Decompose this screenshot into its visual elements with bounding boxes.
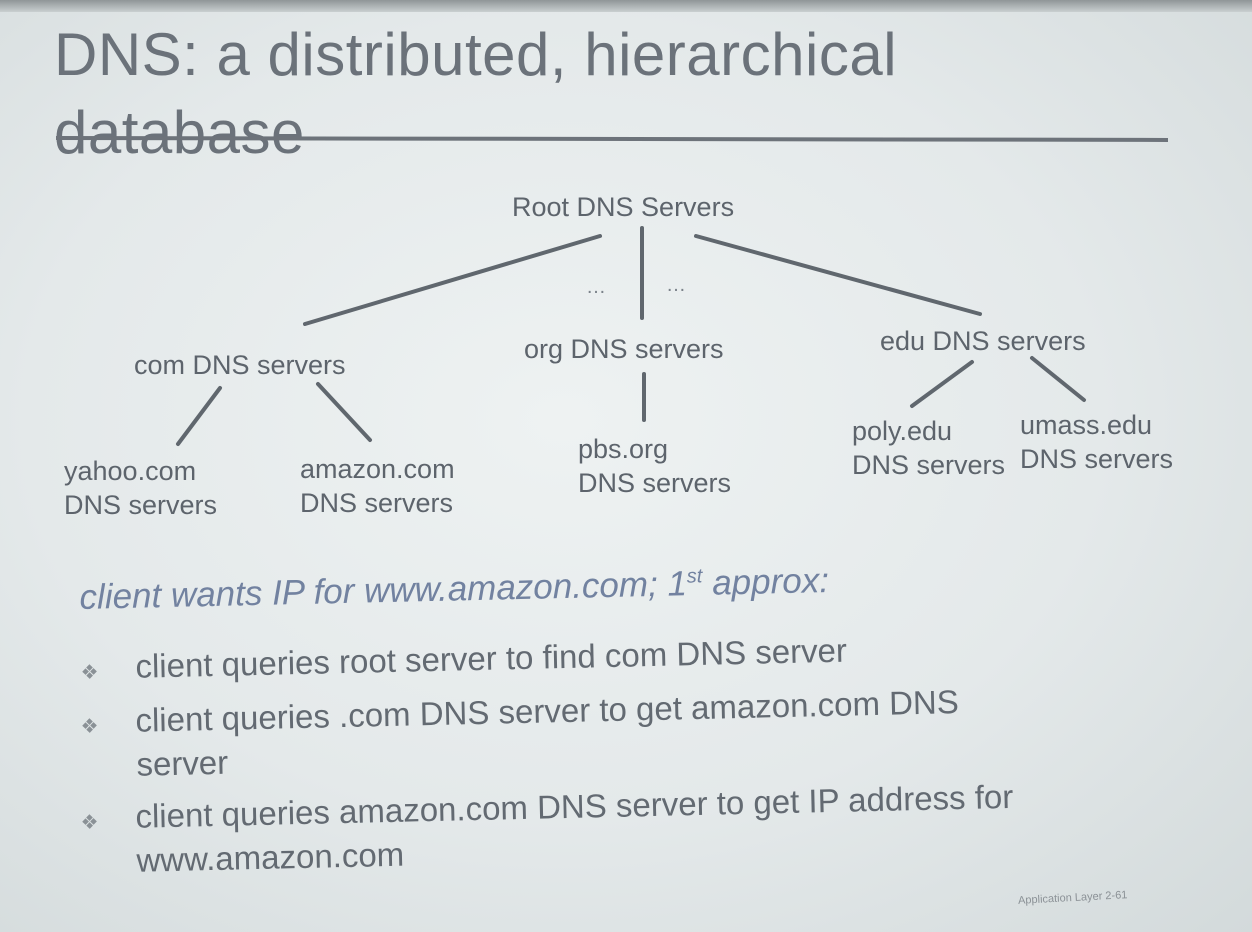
slide-title-continued: database — [54, 99, 305, 166]
edge-root-edu — [694, 234, 982, 316]
yahoo-dns-servers-node: yahoo.com DNS servers — [64, 456, 218, 520]
ellipsis-left: … — [586, 276, 608, 298]
root-dns-servers-node: Root DNS Servers — [512, 192, 735, 222]
edge-root-com — [303, 234, 602, 326]
com-dns-servers-node: com DNS servers — [134, 350, 346, 380]
slide-title: DNS: a distributed, hierarchical — [54, 21, 898, 88]
ellipsis-right: … — [666, 274, 688, 296]
umass-dns-servers-node: umass.edu DNS servers — [1020, 410, 1174, 474]
edge-com-amazon — [316, 382, 372, 442]
edge-com-yahoo — [176, 386, 222, 446]
bullet-diamond-icon: ❖ — [80, 661, 99, 684]
top-band — [0, 0, 1252, 12]
pbs-dns-servers-node: pbs.org DNS servers — [578, 434, 732, 498]
poly-dns-servers-node: poly.edu DNS servers — [852, 416, 1006, 480]
bullet-diamond-icon: ❖ — [80, 715, 99, 738]
edu-dns-servers-node: edu DNS servers — [880, 326, 1086, 356]
org-dns-servers-node: org DNS servers — [524, 334, 724, 364]
amazon-dns-servers-node: amazon.com DNS servers — [300, 454, 455, 518]
bullet-diamond-icon: ❖ — [80, 811, 99, 834]
edge-edu-poly — [910, 360, 974, 408]
edge-edu-umass — [1030, 356, 1086, 402]
